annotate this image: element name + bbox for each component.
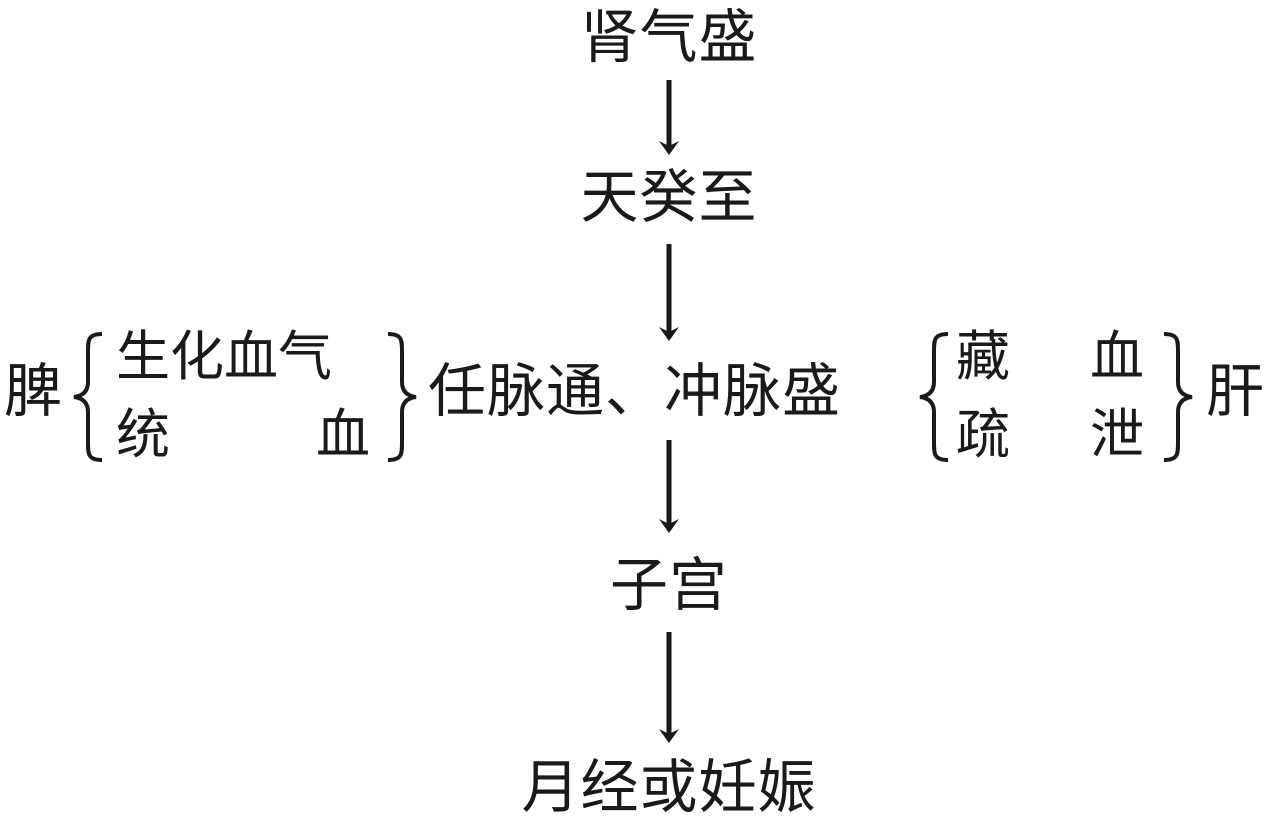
right-close-brace — [1163, 332, 1193, 462]
spleen-function-1: 生化血气 — [116, 325, 332, 388]
liver-function-1a: 藏 — [956, 325, 1010, 388]
liver-function-2b: 泄 — [1090, 403, 1144, 466]
node-menses-pregnancy: 月经或妊娠 — [521, 753, 817, 821]
liver-function-1b: 血 — [1090, 325, 1144, 388]
left-open-brace — [73, 332, 103, 462]
organ-spleen: 脾 — [4, 357, 64, 425]
spleen-function-2b: 血 — [316, 403, 370, 466]
liver-function-2a: 疏 — [956, 403, 1010, 466]
node-uterus: 子宫 — [609, 551, 729, 619]
node-tiangui: 天癸至 — [580, 163, 758, 231]
spleen-function-2a: 统 — [116, 403, 170, 466]
left-close-brace — [387, 332, 417, 462]
right-open-brace — [919, 332, 949, 462]
organ-liver: 肝 — [1206, 357, 1266, 425]
node-kidney-qi: 肾气盛 — [580, 3, 758, 71]
node-meridians: 任脉通、冲脉盛 — [428, 357, 842, 425]
